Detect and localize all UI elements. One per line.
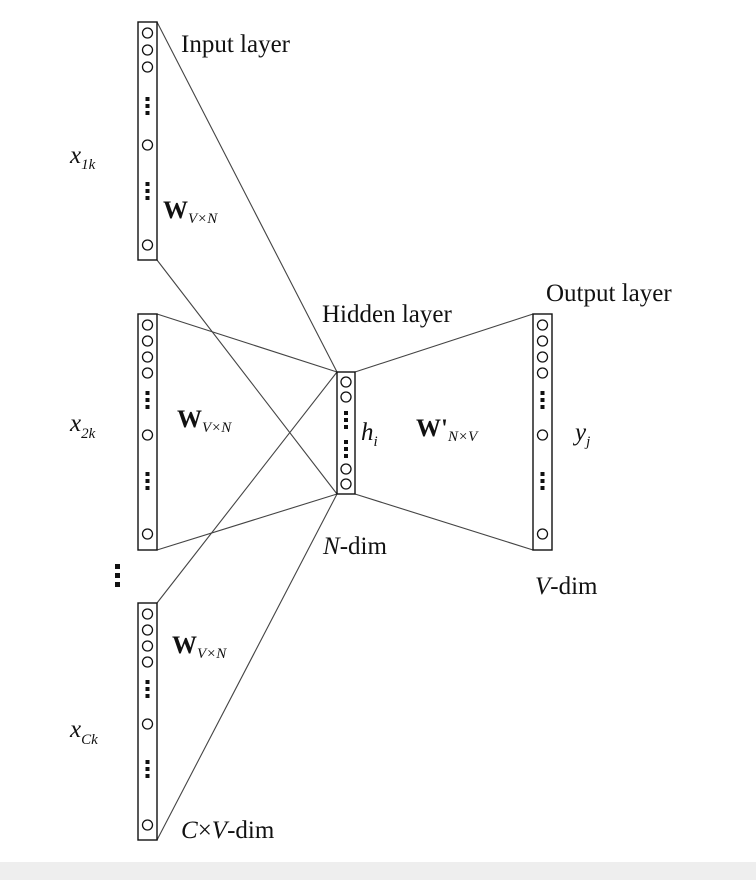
- ellipsis-dots: [145, 391, 150, 490]
- input-node: [141, 819, 154, 831]
- ellipsis-dots: [145, 680, 150, 778]
- input-node: [141, 335, 154, 347]
- ellipsis-dots: [145, 97, 150, 200]
- wprime-nxv-label: W'N×V: [416, 415, 479, 445]
- n-dim-suffix: -dim: [340, 533, 388, 560]
- edge-inputc-bottom-to-hidden-bottom: [156, 493, 338, 841]
- output-node: [536, 319, 549, 331]
- edge-hidden-top-to-output-top: [354, 313, 534, 373]
- input-vector-1: [137, 21, 158, 261]
- hidden-layer-label: Hidden layer: [322, 301, 452, 328]
- x2k-label: x2k: [69, 410, 96, 442]
- input-layer-label: Input layer: [181, 31, 291, 58]
- bottom-band: [0, 862, 756, 880]
- xck-base: x: [69, 716, 81, 743]
- edge-hidden-bottom-to-output-bottom: [354, 493, 534, 551]
- input-ellipsis: [115, 564, 120, 587]
- output-vector: [532, 313, 553, 551]
- w-base: W: [163, 197, 188, 224]
- hidden-vector-box: [336, 371, 356, 495]
- v-dim-var: V: [535, 573, 553, 600]
- cxv-dim-c: C: [181, 817, 198, 844]
- input-node: [141, 319, 154, 331]
- edge-input2-top-to-hidden-top: [156, 313, 338, 373]
- w-vxn-label-3: WV×N: [172, 632, 227, 662]
- input-node: [141, 640, 154, 652]
- connections: [156, 21, 534, 841]
- x2k-sub: 2k: [81, 426, 96, 442]
- ellipsis-dots: [344, 411, 348, 458]
- input-node: [141, 624, 154, 636]
- x1k-base: x: [69, 142, 81, 169]
- hi-base: h: [361, 419, 374, 446]
- w-sub: V×N: [197, 646, 227, 662]
- edge-inputc-top-to-hidden-top: [156, 371, 338, 604]
- wprime-sub: N×V: [447, 429, 479, 445]
- w-sub: V×N: [202, 420, 232, 436]
- input-node: [141, 139, 154, 151]
- edge-input1-top-to-hidden-top: [156, 21, 338, 373]
- input-vector-2: [137, 313, 158, 551]
- v-dim-suffix: -dim: [550, 573, 598, 600]
- cxv-dim-suffix: -dim: [227, 817, 275, 844]
- cxv-dim-v: V: [212, 817, 230, 844]
- yj-sub: j: [584, 434, 590, 450]
- input-node: [141, 429, 154, 441]
- v-dim-label: V-dim: [535, 573, 598, 600]
- hi-sub: i: [374, 434, 378, 450]
- w-base: W: [172, 632, 197, 659]
- hidden-node: [340, 478, 352, 490]
- yj-base: y: [572, 419, 587, 446]
- output-node: [536, 429, 549, 441]
- input-node: [141, 718, 154, 730]
- cxv-dim-label: C×V-dim: [181, 817, 275, 844]
- hidden-node: [340, 376, 352, 388]
- x1k-label: x1k: [69, 142, 96, 173]
- input-node: [141, 239, 154, 251]
- input-node: [141, 351, 154, 363]
- xck-sub: Ck: [81, 732, 98, 748]
- input-node: [141, 44, 154, 56]
- hi-label: hi: [361, 419, 378, 450]
- input-node: [141, 367, 154, 379]
- ellipsis-dots: [540, 391, 545, 490]
- input-node: [141, 656, 154, 668]
- n-dim-var: N: [322, 533, 341, 560]
- input-node: [141, 608, 154, 620]
- output-node: [536, 335, 549, 347]
- output-node: [536, 351, 549, 363]
- output-node: [536, 528, 549, 540]
- w-vxn-label-1: WV×N: [163, 197, 218, 227]
- output-node: [536, 367, 549, 379]
- hidden-node: [340, 463, 352, 475]
- x2k-base: x: [69, 410, 81, 437]
- hidden-vector: [336, 371, 356, 495]
- w-vxn-label-2: WV×N: [177, 406, 232, 436]
- n-dim-label: N-dim: [322, 533, 387, 560]
- w-base: W: [177, 406, 202, 433]
- x1k-sub: 1k: [81, 157, 96, 173]
- yj-label: yj: [572, 419, 590, 450]
- cxv-dim-times: ×: [198, 817, 212, 844]
- edge-input1-bottom-to-hidden-bottom: [156, 259, 338, 495]
- input-vector-c: [137, 602, 158, 841]
- input-node: [141, 61, 154, 73]
- wprime-base: W': [416, 415, 448, 442]
- input-node: [141, 27, 154, 39]
- edge-input2-bottom-to-hidden-bottom: [156, 493, 338, 551]
- hidden-node: [340, 391, 352, 403]
- output-layer-label: Output layer: [546, 280, 672, 307]
- input-node: [141, 528, 154, 540]
- xck-label: xCk: [69, 716, 98, 748]
- w-sub: V×N: [188, 211, 218, 227]
